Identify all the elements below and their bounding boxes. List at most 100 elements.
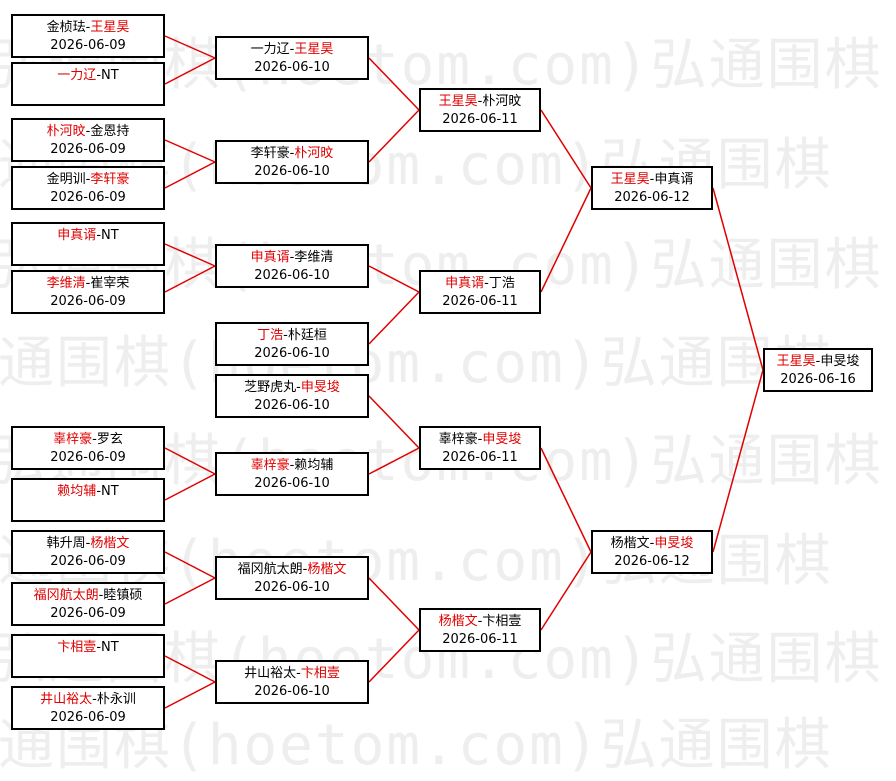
- match-players: 辜梓豪-罗玄: [13, 431, 163, 449]
- match-box-r1-2: 一力辽-NT: [11, 62, 165, 106]
- match-players: 一力辽-NT: [13, 67, 163, 85]
- match-date: 2026-06-10: [254, 476, 330, 491]
- match-players: 申真谞-NT: [13, 227, 163, 245]
- player-two: 杨楷文: [90, 536, 130, 551]
- player-one: 福冈航太朗: [237, 562, 303, 577]
- connector-line: [164, 655, 216, 683]
- connector-line: [164, 243, 216, 267]
- player-one: 杨楷文: [610, 536, 650, 551]
- match-players: 杨楷文-申旻埈: [593, 535, 711, 553]
- player-separator: -: [289, 42, 295, 57]
- player-separator: -: [296, 380, 301, 395]
- player-one: 丁浩: [257, 328, 284, 343]
- match-players: 金明训-李轩豪: [13, 171, 163, 189]
- player-one: 福冈航太朗: [33, 588, 99, 603]
- match-box-r1-5: 申真谞-NT: [11, 222, 165, 266]
- match-date: 2026-06-10: [254, 346, 330, 361]
- player-two: 申真谞: [654, 172, 694, 187]
- match-date: 2026-06-10: [254, 164, 330, 179]
- match-date: 2026-06-09: [50, 554, 126, 569]
- match-players: 辜梓豪-申旻埈: [421, 431, 539, 449]
- player-separator: -: [96, 640, 102, 655]
- match-date: 2026-06-12: [614, 190, 690, 205]
- player-separator: -: [477, 432, 483, 447]
- player-separator: -: [96, 228, 102, 243]
- player-two: 王星昊: [90, 20, 130, 35]
- player-one: 赖均辅: [57, 484, 97, 499]
- player-one: 申真谞: [445, 276, 485, 291]
- match-players: 芝野虎丸-申旻埈: [217, 379, 367, 397]
- player-separator: -: [815, 354, 821, 369]
- match-date: 2026-06-09: [50, 190, 126, 205]
- player-two: 申旻埈: [654, 536, 694, 551]
- player-two: 金恩持: [90, 124, 130, 139]
- player-one: 李轩豪: [250, 146, 290, 161]
- match-date: 2026-06-11: [442, 450, 518, 465]
- player-two: 申旻埈: [482, 432, 522, 447]
- player-one: 辜梓豪: [53, 432, 93, 447]
- match-players: 王星昊-申真谞: [593, 171, 711, 189]
- player-one: 一力辽: [250, 42, 290, 57]
- player-two: NT: [101, 68, 119, 83]
- match-players: 李轩豪-朴河旼: [217, 145, 367, 163]
- match-players: 赖均辅-NT: [13, 483, 163, 501]
- match-players: 丁浩-朴廷桓: [217, 327, 367, 345]
- match-players: 申真谞-李维清: [217, 249, 367, 267]
- match-players: 申真谞-丁浩: [421, 275, 539, 293]
- player-two: 丁浩: [488, 276, 515, 291]
- match-players: 金桢珐-王星昊: [13, 19, 163, 37]
- match-players: 福冈航太朗-杨楷文: [217, 561, 367, 579]
- player-one: 芝野虎丸: [244, 380, 297, 395]
- connector-line: [712, 187, 764, 371]
- player-one: 金桢珐: [46, 20, 86, 35]
- player-separator: -: [85, 20, 91, 35]
- connector-line: [368, 291, 420, 345]
- connector-line: [164, 473, 216, 501]
- player-separator: -: [302, 562, 308, 577]
- connector-line: [368, 57, 420, 111]
- player-one: 一力辽: [57, 68, 97, 83]
- player-separator: -: [98, 588, 104, 603]
- player-one: 李维清: [46, 276, 86, 291]
- player-one: 韩升周: [46, 536, 86, 551]
- player-separator: -: [484, 276, 489, 291]
- player-one: 井山裕太: [244, 666, 297, 681]
- player-one: 辜梓豪: [438, 432, 478, 447]
- match-players: 井山裕太-朴永训: [13, 691, 163, 709]
- connector-line: [540, 447, 592, 553]
- player-one: 杨楷文: [438, 614, 478, 629]
- connector-line: [368, 265, 420, 293]
- match-players: 王星昊-申旻埈: [765, 353, 871, 371]
- connector-line: [164, 265, 216, 293]
- connector-line: [368, 109, 420, 163]
- player-two: 朴永训: [96, 692, 136, 707]
- match-date: 2026-06-10: [254, 268, 330, 283]
- player-one: 王星昊: [438, 94, 478, 109]
- match-date: 2026-06-10: [254, 398, 330, 413]
- match-date: 2026-06-09: [50, 710, 126, 725]
- player-two: 卞相壹: [300, 666, 340, 681]
- player-two: 赖均辅: [294, 458, 334, 473]
- player-two: 朴河旼: [482, 94, 522, 109]
- match-date: 2026-06-09: [50, 38, 126, 53]
- match-players: 王星昊-朴河旼: [421, 93, 539, 111]
- match-players: 李维清-崔宰荣: [13, 275, 163, 293]
- player-separator: -: [289, 146, 295, 161]
- player-one: 卞相壹: [57, 640, 97, 655]
- connector-line: [368, 395, 420, 449]
- connector-line: [368, 629, 420, 683]
